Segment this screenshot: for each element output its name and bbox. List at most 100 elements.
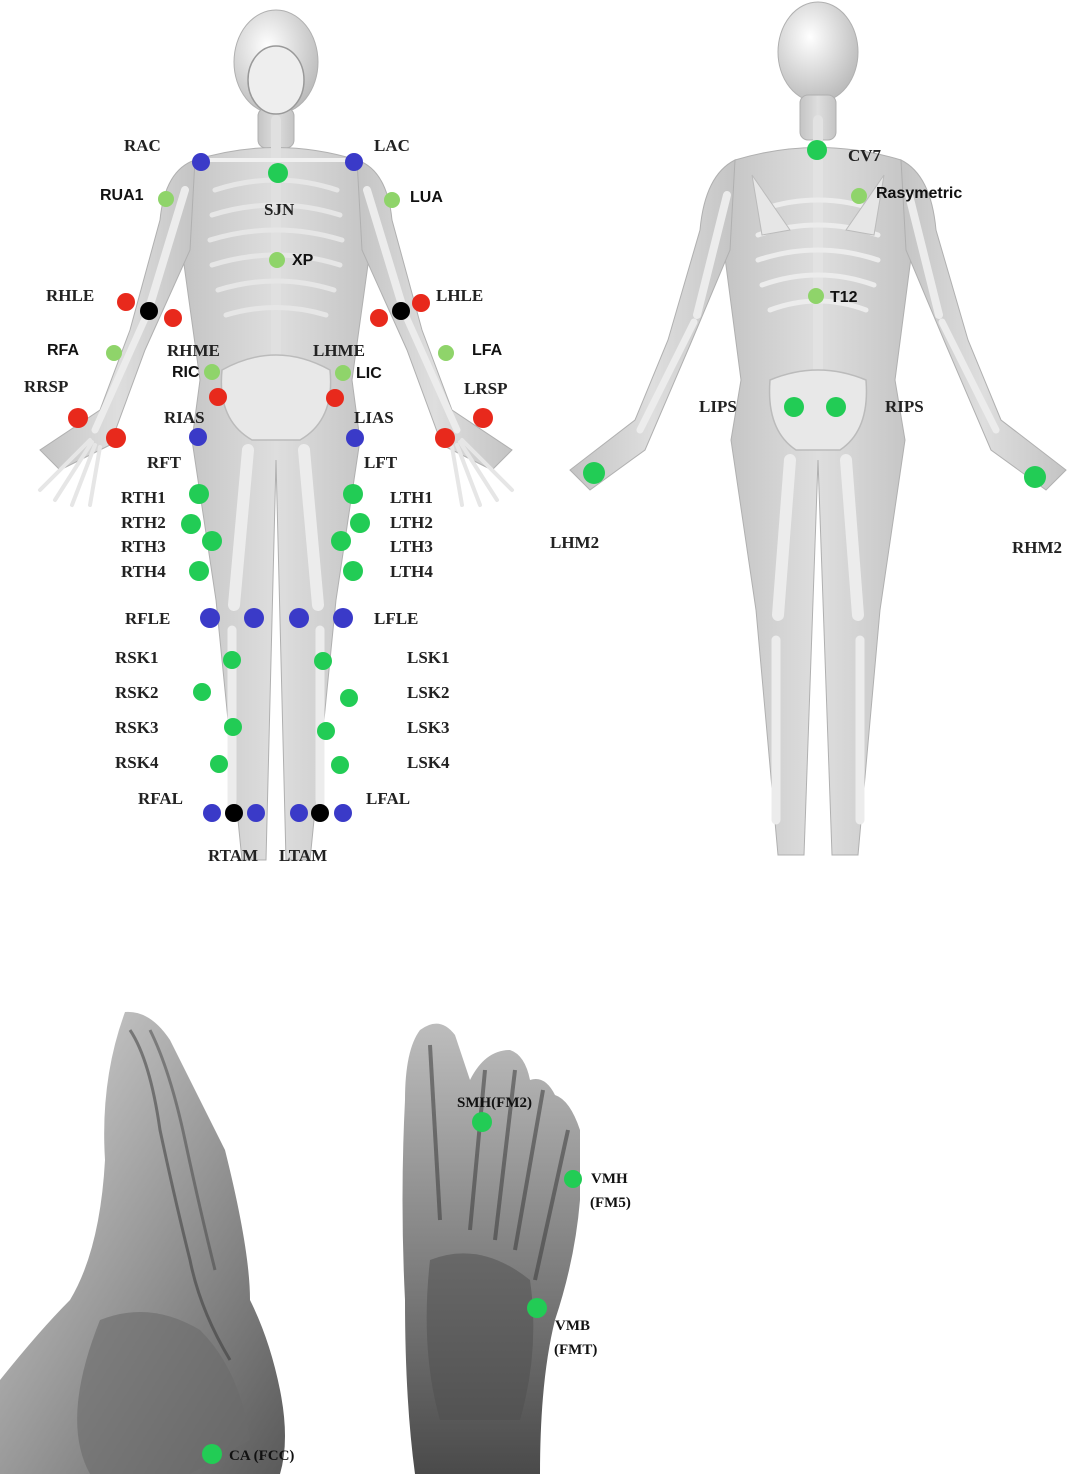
marker-RHLE-red-2	[164, 309, 182, 327]
label-T12: T12	[830, 289, 858, 306]
label-RFA: RFA	[47, 342, 79, 359]
back-view-figure: CV7 Rasymetric T12 LIPS RIPS LHM2 RHM2	[550, 2, 1066, 855]
label-RSK1: RSK1	[115, 648, 158, 667]
marker-LFLE-2	[333, 608, 353, 628]
marker-LFLE-1	[289, 608, 309, 628]
marker-LIAS	[346, 429, 364, 447]
marker-SMH	[472, 1112, 492, 1132]
marker-LAC	[345, 153, 363, 171]
marker-RSK3	[224, 718, 242, 736]
marker-RSK4	[210, 755, 228, 773]
marker-CV7	[807, 140, 827, 160]
label-RFT: RFT	[147, 453, 182, 472]
marker-LSK2	[340, 689, 358, 707]
label-LUA: LUA	[410, 189, 443, 206]
label-RTAM: RTAM	[208, 846, 258, 865]
label-LHLE: LHLE	[436, 286, 483, 305]
marker-VMH	[564, 1170, 582, 1188]
marker-LSK3	[317, 722, 335, 740]
marker-LUA	[384, 192, 400, 208]
label-CA: CA (FCC)	[229, 1448, 294, 1464]
marker-RHLE-black	[140, 302, 158, 320]
marker-RFAL-2	[247, 804, 265, 822]
marker-RHLE-red-1	[117, 293, 135, 311]
label-LFAL: LFAL	[366, 789, 410, 808]
marker-LRSP-1	[473, 408, 493, 428]
marker-RFAL-1	[203, 804, 221, 822]
marker-LIPS	[784, 397, 804, 417]
marker-RTAM-black	[225, 804, 243, 822]
label-LIC: LIC	[356, 365, 382, 382]
marker-RAC	[192, 153, 210, 171]
label-RIC: RIC	[172, 364, 200, 381]
label-LSK2: LSK2	[407, 683, 450, 702]
label-RSK2: RSK2	[115, 683, 158, 702]
label-RIAS: RIAS	[164, 408, 205, 427]
marker-LFAL-1	[290, 804, 308, 822]
marker-RSK1	[223, 651, 241, 669]
marker-RSK2	[193, 683, 211, 701]
label-RAC: RAC	[124, 136, 161, 155]
marker-LTH1	[343, 484, 363, 504]
label-LAC: LAC	[374, 136, 410, 155]
marker-RFLE-2	[244, 608, 264, 628]
label-RTH3: RTH3	[121, 537, 166, 556]
label-LSK4: LSK4	[407, 753, 450, 772]
marker-LHLE-red-1	[370, 309, 388, 327]
marker-RFA	[106, 345, 122, 361]
marker-LHME	[326, 389, 344, 407]
label-LFLE: LFLE	[374, 609, 418, 628]
label-RHME: RHME	[167, 341, 220, 360]
label-LFT: LFT	[364, 453, 398, 472]
marker-LTH3	[331, 531, 351, 551]
marker-Rasymetric	[851, 188, 867, 204]
dorsal-foot-xray: SMH(FM2) VMH (FM5) VMB (FMT)	[403, 1024, 631, 1474]
marker-LSK1	[314, 652, 332, 670]
label-RTH2: RTH2	[121, 513, 166, 532]
marker-RTH3	[202, 531, 222, 551]
label-LSK1: LSK1	[407, 648, 450, 667]
label-RTH4: RTH4	[121, 562, 166, 581]
marker-RTH1	[189, 484, 209, 504]
label-RFAL: RFAL	[138, 789, 183, 808]
marker-LTAM-black	[311, 804, 329, 822]
label-RIPS: RIPS	[885, 397, 924, 416]
marker-RIAS	[189, 428, 207, 446]
label-LSK3: LSK3	[407, 718, 450, 737]
label-LRSP: LRSP	[464, 379, 507, 398]
marker-CA	[202, 1444, 222, 1464]
label-VMB-code: (FMT)	[554, 1342, 597, 1358]
marker-RIPS	[826, 397, 846, 417]
label-LIPS: LIPS	[699, 397, 737, 416]
marker-RIC	[204, 364, 220, 380]
label-SJN: SJN	[264, 200, 295, 219]
label-RFLE: RFLE	[125, 609, 170, 628]
marker-RUA1	[158, 191, 174, 207]
marker-RHM2	[1024, 466, 1046, 488]
label-Rasymetric: Rasymetric	[876, 185, 962, 202]
marker-SJN	[268, 163, 288, 183]
marker-LHLE-black	[392, 302, 410, 320]
marker-RTH4	[189, 561, 209, 581]
marker-LFA	[438, 345, 454, 361]
label-LHM2: LHM2	[550, 533, 599, 552]
lateral-foot-xray: CA (FCC)	[0, 1012, 294, 1474]
label-SMH: SMH(FM2)	[457, 1095, 532, 1111]
label-VMH-code: (FM5)	[590, 1195, 631, 1211]
marker-LHM2	[583, 462, 605, 484]
marker-T12	[808, 288, 824, 304]
marker-VMB	[527, 1298, 547, 1318]
label-LTH2: LTH2	[390, 513, 433, 532]
label-RUA1: RUA1	[100, 187, 144, 204]
label-RSK4: RSK4	[115, 753, 159, 772]
label-LHME: LHME	[313, 341, 365, 360]
marker-LFAL-2	[334, 804, 352, 822]
label-LTH4: LTH4	[390, 562, 433, 581]
label-LIAS: LIAS	[354, 408, 394, 427]
marker-LSK4	[331, 756, 349, 774]
marker-RTH2	[181, 514, 201, 534]
label-LTH3: LTH3	[390, 537, 433, 556]
marker-RRSP-2	[106, 428, 126, 448]
label-LFA: LFA	[472, 342, 503, 359]
